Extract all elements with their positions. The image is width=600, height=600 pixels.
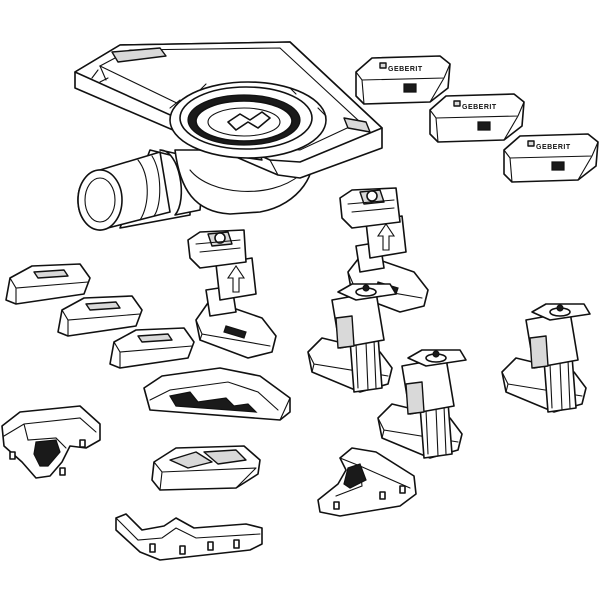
brand-label: GEBERIT — [462, 104, 497, 111]
foot-slot — [223, 325, 247, 339]
frame-tab — [111, 47, 167, 63]
height-adjuster-foot-1 — [187, 229, 277, 359]
wedge-pad-1 — [5, 263, 91, 305]
block-clip — [403, 83, 417, 93]
branded-block-3: GEBERIT — [503, 133, 599, 183]
leveling-foot-2 — [377, 349, 467, 459]
block-clip — [551, 161, 565, 171]
frame-tab — [343, 117, 371, 133]
block-clip — [477, 121, 491, 131]
up-arrow-icon — [376, 223, 396, 251]
forked-support-bracket-right — [317, 447, 417, 517]
flat-support-plate — [151, 445, 261, 491]
fork-slot — [343, 463, 367, 489]
angled-tray-bracket — [143, 367, 291, 421]
screw-head-icon — [432, 350, 440, 358]
branded-block-2: GEBERIT — [429, 93, 525, 143]
brand-label: GEBERIT — [536, 144, 571, 151]
brand-mark-icon — [453, 100, 461, 107]
edge-support-strip — [115, 513, 263, 561]
wedge-pad-3 — [109, 327, 195, 369]
leveling-foot-3 — [501, 303, 591, 413]
leveling-foot-1 — [307, 283, 397, 393]
shower-drain-body — [74, 41, 383, 231]
up-arrow-icon — [226, 265, 246, 293]
wedge-pad-2 — [57, 295, 143, 337]
tray-cutout — [169, 391, 258, 413]
screw-head-icon — [556, 304, 564, 312]
branded-block-1: GEBERIT — [355, 55, 451, 105]
drain-flange-ring — [169, 81, 327, 159]
brand-mark-icon — [379, 62, 387, 69]
drain-cover-insert — [227, 111, 271, 131]
fork-slot — [33, 439, 61, 467]
forked-support-bracket-left — [1, 405, 101, 479]
brand-mark-icon — [527, 140, 535, 147]
screw-head-icon — [362, 284, 370, 292]
brand-label: GEBERIT — [388, 66, 423, 73]
